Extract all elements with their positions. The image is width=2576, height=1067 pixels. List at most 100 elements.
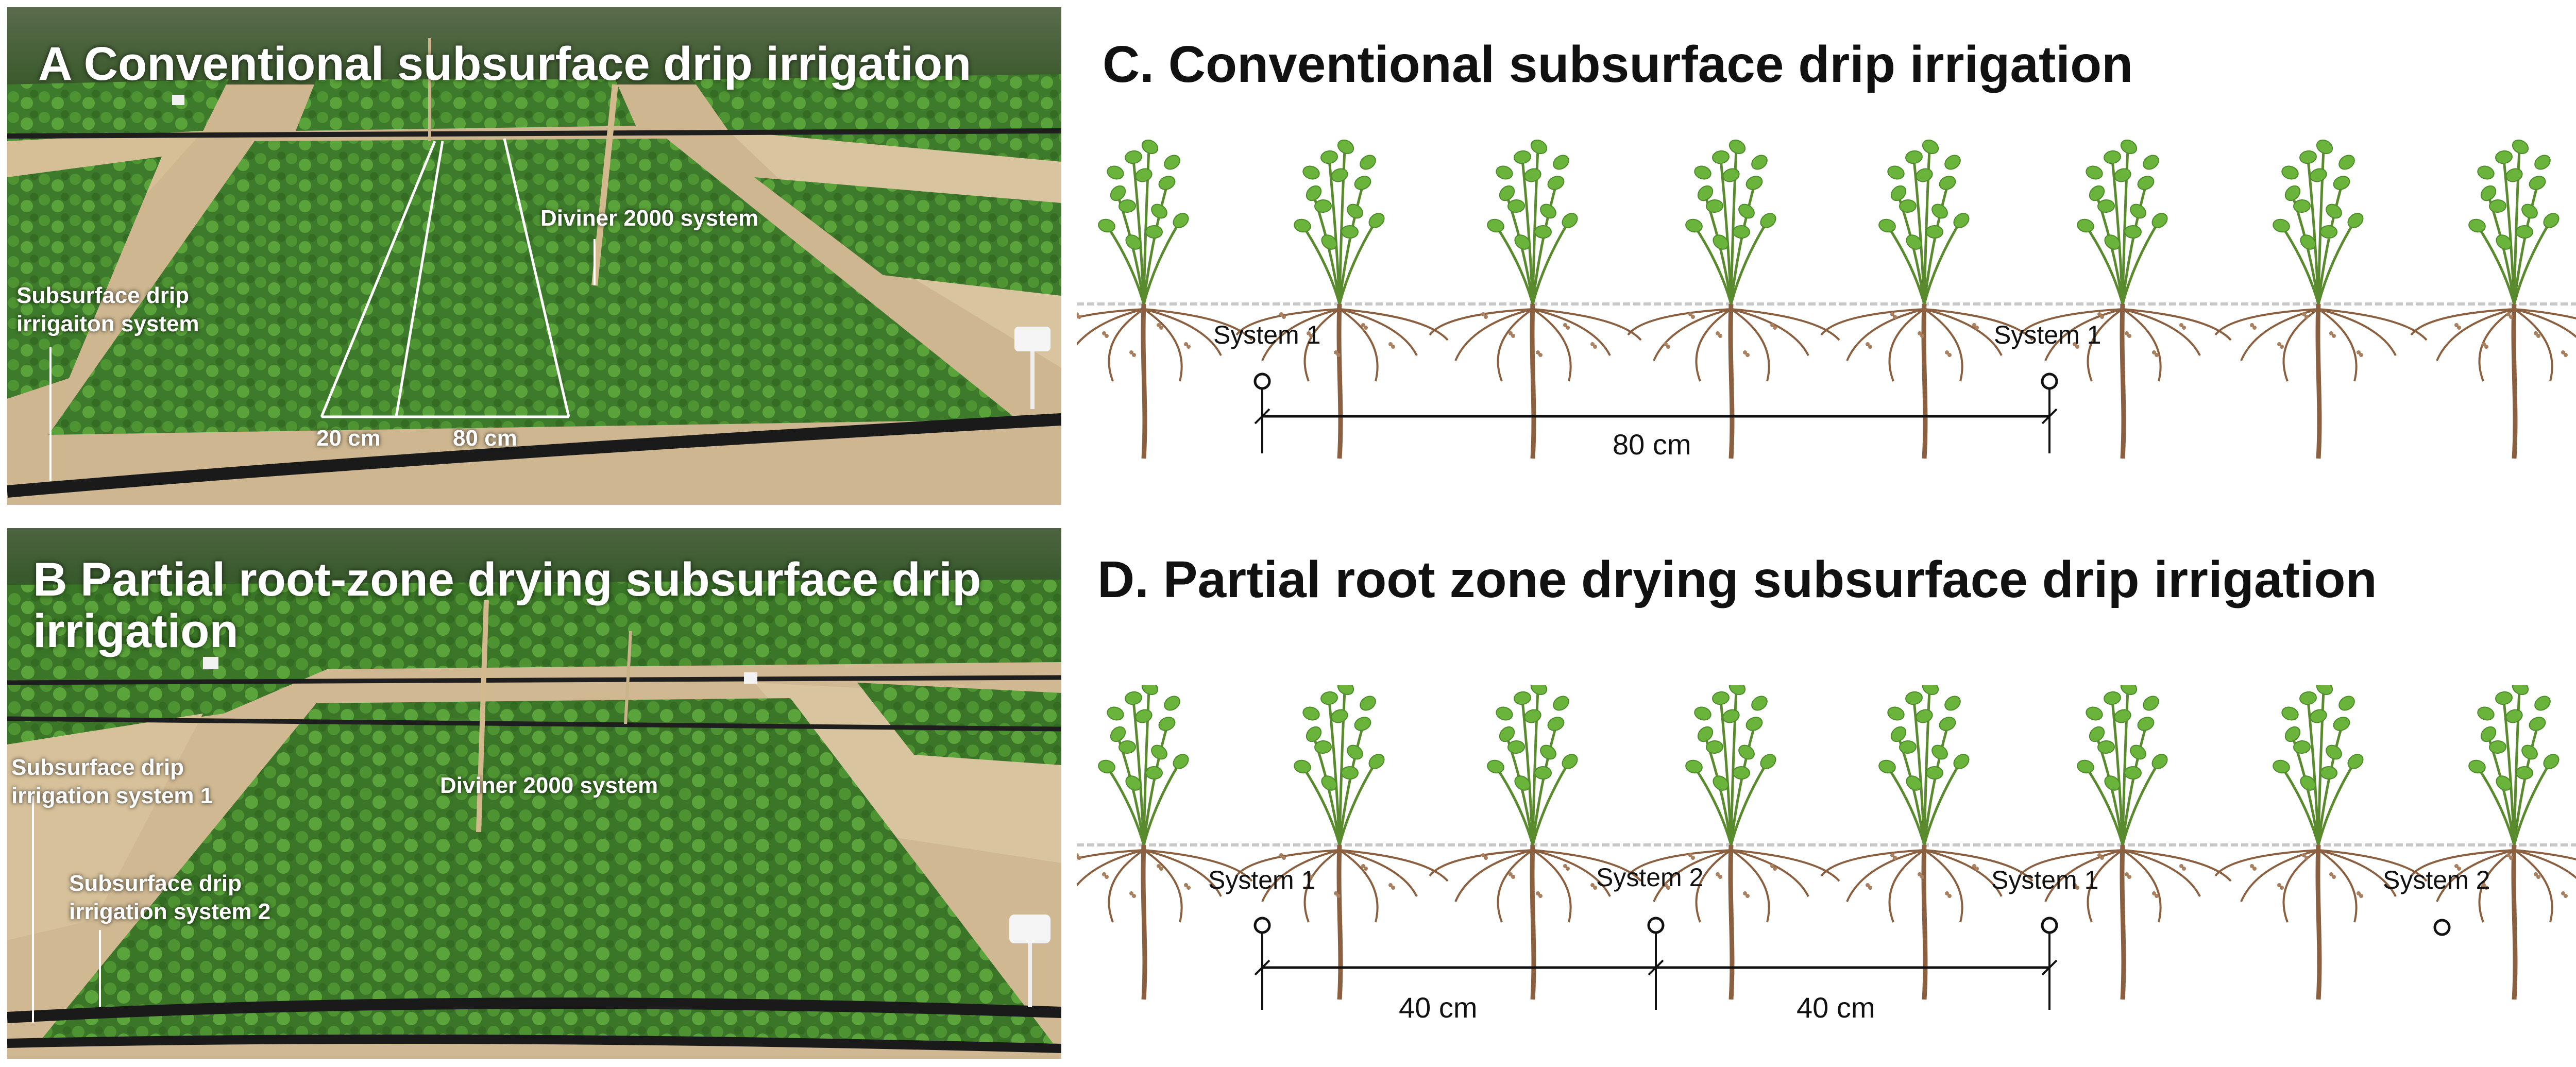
leaf xyxy=(1712,691,1730,705)
root-nodule xyxy=(1184,883,1188,887)
system-label-d-3: System 1 xyxy=(1991,866,2099,894)
leaf xyxy=(1751,155,1768,170)
root-nodule xyxy=(2484,886,2488,890)
lateral-root xyxy=(1235,308,1340,336)
taproot xyxy=(2511,844,2518,1000)
panel-d-title: D. Partial root zone drying subsurface d… xyxy=(1097,551,2377,608)
lateral-root xyxy=(1143,849,1183,923)
root-nodule xyxy=(1336,894,1341,898)
root-nodule xyxy=(1563,864,1567,868)
emitter-d-system-2-mid xyxy=(1647,917,1665,934)
root-nodule xyxy=(2097,853,2102,857)
taproot xyxy=(2120,844,2126,1000)
lateral-root xyxy=(1108,849,1145,923)
leaf xyxy=(1534,766,1552,780)
root-nodule xyxy=(1890,312,1894,316)
leaf xyxy=(1496,165,1513,180)
lateral-root xyxy=(2513,849,2553,923)
root-nodule xyxy=(2359,894,2363,898)
stem xyxy=(2085,226,2124,304)
root-nodule xyxy=(1129,350,1133,354)
leaf xyxy=(1164,696,1180,711)
leaf xyxy=(2496,775,2512,791)
root-nodule xyxy=(1893,856,1897,860)
leaf xyxy=(2516,766,2533,780)
leaf xyxy=(1141,139,1159,155)
panel-a-photo: A Conventional subsurface drip irrigatio… xyxy=(7,7,1061,505)
leaf xyxy=(1530,685,1548,696)
panel-d-diagram xyxy=(1077,685,2576,1010)
leaf xyxy=(1341,225,1359,239)
leaf xyxy=(1540,204,1556,219)
leaf xyxy=(1931,744,1948,760)
lateral-root xyxy=(1532,849,1572,923)
stem xyxy=(1142,221,1181,304)
leaf xyxy=(1360,696,1376,711)
leaf xyxy=(2284,185,2301,201)
stem xyxy=(1531,221,1570,304)
leaf xyxy=(1354,717,1371,731)
leaf xyxy=(1916,168,1933,182)
lateral-root xyxy=(1731,308,1840,341)
leaf xyxy=(1944,155,1961,170)
root-nodule xyxy=(1481,312,1485,316)
leaf xyxy=(1135,168,1153,182)
leaf xyxy=(1158,717,1176,731)
lateral-root xyxy=(2282,849,2319,923)
leaf xyxy=(1125,691,1142,705)
stem xyxy=(1338,726,1364,845)
root-nodule xyxy=(1866,883,1870,887)
leaf xyxy=(2097,199,2115,213)
lateral-root xyxy=(1429,308,1533,336)
root-nodule xyxy=(1105,875,1109,879)
lateral-root xyxy=(1339,849,1449,882)
leaf xyxy=(2151,754,2168,769)
leaf xyxy=(1331,709,1348,723)
root-nodule xyxy=(1743,350,1747,354)
root-nodule xyxy=(2179,323,2183,327)
lateral-root xyxy=(1429,849,1533,877)
root-nodule xyxy=(2484,345,2488,349)
leaf xyxy=(1890,185,1907,201)
leaf xyxy=(2495,691,2513,705)
root-nodule xyxy=(1918,331,1922,335)
root-nodule xyxy=(1184,342,1188,346)
root-nodule xyxy=(1975,326,1979,330)
root-nodule xyxy=(2534,872,2538,876)
leaf xyxy=(1514,775,1531,791)
leaf xyxy=(2529,717,2546,731)
leaf xyxy=(2273,759,2290,774)
leaf xyxy=(2316,139,2333,155)
stem xyxy=(2121,726,2147,845)
root-nodule xyxy=(1307,872,1311,876)
drip-system-2-label-line1: Subsurface drip xyxy=(69,871,242,896)
taproot xyxy=(1141,844,1147,1000)
lateral-root xyxy=(2513,308,2553,382)
leaf xyxy=(1878,759,1896,774)
stem xyxy=(2281,226,2320,304)
lateral-root xyxy=(2514,308,2576,320)
lateral-root xyxy=(2122,308,2201,356)
taproot xyxy=(1921,303,1928,459)
leaf xyxy=(1905,691,1923,705)
leaf xyxy=(2299,150,2317,164)
root-nodule xyxy=(1563,323,1567,327)
lateral-root xyxy=(1695,849,1732,923)
stem xyxy=(1142,726,1168,845)
lateral-root xyxy=(1653,849,1732,902)
peanut-plant xyxy=(1820,139,2033,459)
stem xyxy=(1338,761,1377,845)
root-nodule xyxy=(2332,875,2336,879)
leaf xyxy=(2124,766,2142,780)
taproot xyxy=(1728,303,1735,459)
root-nodule xyxy=(1868,345,1872,349)
root-nodule xyxy=(2152,350,2156,354)
leaf xyxy=(2529,176,2546,190)
root-nodule xyxy=(1945,350,1949,354)
lateral-root xyxy=(1731,849,1809,897)
drip-system-label-a-line2: irrigaiton system xyxy=(16,311,199,336)
root-nodule xyxy=(1947,894,1952,898)
root-nodule xyxy=(1972,323,1976,327)
root-nodule xyxy=(2252,326,2257,330)
leaf xyxy=(2293,740,2311,754)
